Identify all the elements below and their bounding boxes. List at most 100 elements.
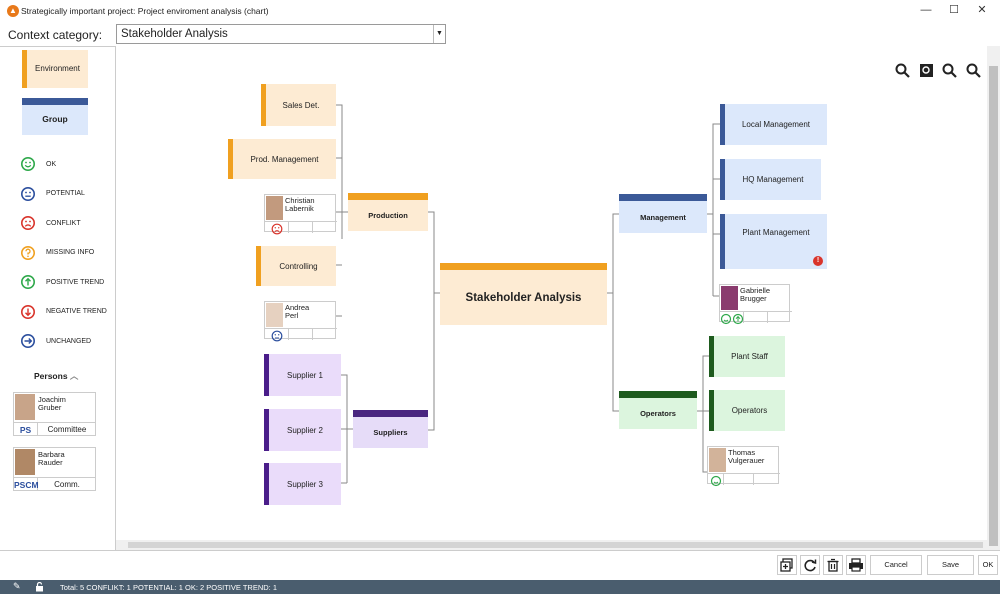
env-node[interactable]: Controlling [256,246,336,286]
person-last-name: Gruber [38,403,62,412]
env-node[interactable]: Sales Det. [261,84,336,126]
env-node[interactable]: HQ Management [720,159,821,200]
legend-status-label: POTENTIAL [46,190,85,197]
save-button[interactable]: Save [927,555,974,575]
person-photo [15,449,35,475]
legend-status-conflikt[interactable]: CONFLIKT [20,214,115,232]
question-icon [21,245,35,260]
edit-icon[interactable]: ✎ [13,581,21,591]
env-node[interactable]: Local Management [720,104,827,145]
arrow-up-icon [21,275,35,289]
env-node[interactable]: Supplier 1 [264,354,341,396]
person-role: Committee [38,422,96,436]
add-copy-icon[interactable] [777,555,797,575]
print-icon[interactable] [846,555,866,575]
env-node[interactable]: Plant Staff [709,336,785,377]
unlock-icon[interactable] [35,581,43,592]
group-node-management[interactable]: Management [619,194,707,233]
neutral-face-icon [21,186,35,201]
env-node[interactable]: Supplier 3 [264,463,341,505]
zoom-search-icon[interactable] [895,63,911,79]
person-last-name: Labernik [285,203,314,213]
group-node-operators[interactable]: Operators [619,391,697,429]
person-photo [721,286,738,310]
frown-icon [21,216,35,230]
legend-status-label: CONFLIKT [46,219,81,227]
bottom-toolbar: Cancel Save OK [0,550,1000,580]
legend-status-label: UNCHANGED [46,337,92,345]
dropdown-arrow-icon[interactable]: ▼ [433,25,445,43]
app-icon: ▲ [7,5,19,17]
legend-status-unchanged[interactable]: UNCHANGED [20,332,115,350]
person-first-name: Barbara [38,450,65,459]
scroll-thumb[interactable] [128,542,983,548]
group-node-production[interactable]: Production [348,193,428,231]
refresh-icon[interactable] [800,555,820,575]
zoom-out-icon[interactable] [966,63,982,79]
group-node-suppliers[interactable]: Suppliers [353,410,428,448]
title-bar: ▲ Strategically important project: Proje… [0,0,1000,22]
minimize-button[interactable]: — [920,4,932,16]
scroll-thumb[interactable] [989,66,998,546]
person-last-name: Perl [285,310,299,320]
person-last-name: Vulgerauer [728,455,765,465]
person-last-name: Rauder [38,458,63,467]
close-button[interactable]: ✕ [977,4,987,16]
persons-header[interactable]: Persons ︿ [34,371,79,381]
person-photo [15,394,35,420]
person-abbreviation: PSCM [14,477,39,491]
zoom-fit-icon[interactable] [919,63,935,79]
frown-icon [271,223,283,235]
legend-status-ok[interactable]: OK [20,155,115,173]
window-title: Strategically important project: Project… [21,6,269,16]
person-role: Comm. [38,477,96,491]
ok-button[interactable]: OK [978,555,998,575]
context-bar: Context category: Stakeholder Analysis ▼ [0,22,1000,46]
context-category-select[interactable]: Stakeholder Analysis ▼ [116,24,446,44]
legend-status-missing-info[interactable]: MISSING INFO [20,244,115,262]
env-node[interactable]: Plant Management! [720,214,827,269]
alert-icon: ! [813,256,823,266]
legend-group[interactable]: Group [22,98,88,135]
chart-canvas[interactable]: Stakeholder Analysis Production Sales De… [116,46,987,540]
env-node[interactable]: Prod. Management [228,139,336,179]
maximize-button[interactable]: ☐ [949,4,959,16]
center-node[interactable]: Stakeholder Analysis [440,263,607,325]
status-summary: Total: 5 CONFLIKT: 1 POTENTIAL: 1 OK: 2 … [60,583,278,592]
horizontal-scrollbar[interactable] [116,540,987,550]
legend-status-label: POSITIVE TREND [46,278,105,286]
legend-status-label: MISSING INFO [46,249,95,256]
person-photo [709,448,726,472]
legend-status-label: NEGATIVE TREND [46,308,107,315]
env-node[interactable]: Supplier 2 [264,409,341,451]
person-first-name: Joachim [38,395,66,404]
person-photo [266,303,283,327]
legend-environment[interactable]: Environment [22,50,88,88]
context-category-value: Stakeholder Analysis [121,28,228,40]
neutral-face-icon [271,330,283,342]
legend-status-positive-trend[interactable]: POSITIVE TREND [20,273,115,291]
zoom-in-icon[interactable] [942,63,958,79]
person-abbreviation: PS [14,422,38,436]
vertical-scrollbar[interactable] [987,46,1000,550]
cancel-button[interactable]: Cancel [870,555,922,575]
env-node[interactable]: Operators [709,390,785,431]
smile-icon [720,313,744,325]
smile-icon [710,475,722,487]
legend-status-potential[interactable]: POTENTIAL [20,185,115,203]
person-first-name: Christian [285,196,315,205]
arrow-down-icon [21,304,35,319]
arrow-right-icon [21,334,35,348]
legend-status-negative-trend[interactable]: NEGATIVE TREND [20,303,115,321]
person-first-name: Thomas [728,448,756,457]
person-photo [266,196,283,220]
person-first-name: Gabrielle [740,286,771,295]
delete-icon[interactable] [823,555,843,575]
